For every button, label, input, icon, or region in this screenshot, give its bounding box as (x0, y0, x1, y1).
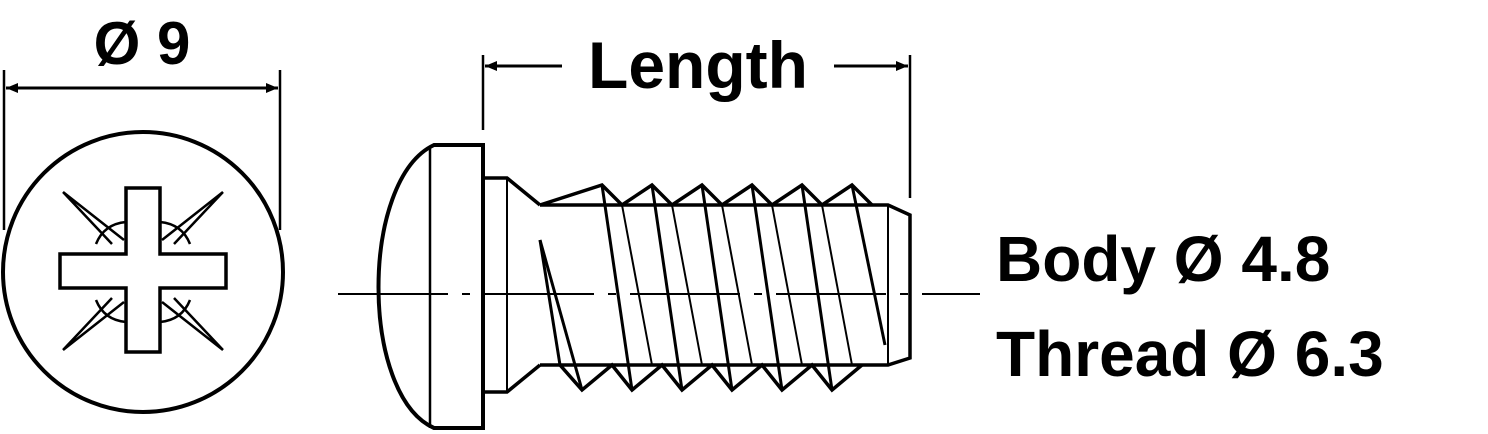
head-outline-circle (1, 130, 285, 414)
screw-side-view: Length (338, 28, 980, 430)
screw-body (540, 203, 912, 367)
body-diameter-label: Body Ø 4.8 (996, 223, 1330, 295)
length-label: Length (588, 28, 808, 102)
pozidriv-marks (62, 191, 224, 351)
thread-crests-bottom (558, 362, 864, 393)
cross-recess (58, 186, 228, 354)
thread-helix-lines (538, 184, 887, 391)
screw-neck (483, 176, 542, 394)
thread-diameter-label: Thread Ø 6.3 (996, 318, 1384, 390)
head-diameter-label: Ø 9 (94, 10, 191, 77)
screw-head (376, 143, 485, 430)
head-front-view: Ø 9 (1, 10, 285, 414)
